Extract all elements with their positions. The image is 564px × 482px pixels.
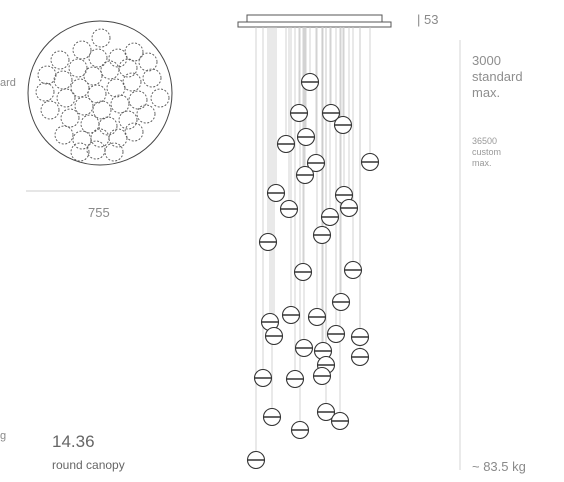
pendant-globe [293, 262, 313, 282]
pendant-position-circle [118, 58, 138, 78]
canopy-type: round canopy [52, 458, 125, 472]
pendant-position-circle [88, 48, 108, 68]
pendant-position-circle [40, 100, 60, 120]
pendant-globe [294, 338, 314, 358]
pendant-globe [339, 198, 359, 218]
standard-length-value: 3000 [472, 53, 501, 68]
canopy-height-label: | 53 [417, 12, 439, 27]
pendant-position-circle [110, 94, 130, 114]
pendant-globe [246, 450, 266, 470]
pendant-positions [35, 28, 170, 162]
pendant-globe [285, 369, 305, 389]
pendant-cluster [246, 27, 380, 470]
pendant-globe [360, 152, 380, 172]
standard-length-label: standard [472, 69, 523, 84]
pendant-position-circle [70, 142, 90, 162]
pendant-position-circle [54, 125, 74, 145]
pendant-globe [333, 115, 353, 135]
cutoff-label: ard [0, 77, 16, 89]
total-weight: ~ 83.5 kg [472, 459, 526, 474]
cutoff-unit: g [0, 430, 7, 442]
pendant-position-circle [68, 58, 88, 78]
pendant-globe [316, 402, 336, 422]
pendant-position-circle [124, 42, 144, 62]
pendant-position-circle [150, 88, 170, 108]
pendant-position-circle [104, 142, 124, 162]
pendant-position-circle [35, 82, 55, 102]
pendant-position-circle [91, 28, 111, 48]
pendant-globe [350, 327, 370, 347]
pendant-globe [321, 103, 341, 123]
pendant-position-circle [80, 114, 100, 134]
custom-length-block: 36500 custom max. [472, 136, 501, 169]
pendant-position-circle [50, 50, 70, 70]
pendant-globe [276, 134, 296, 154]
pendant-position-circle [53, 70, 73, 90]
pendant-position-circle [142, 68, 162, 88]
canopy-top-view [27, 20, 173, 166]
pendant-position-circle [108, 48, 128, 68]
canopy-base [237, 21, 392, 28]
pendant-globe [289, 103, 309, 123]
pendant-globe [350, 347, 370, 367]
pendant-position-circle [92, 100, 112, 120]
pendant-position-circle [100, 60, 120, 80]
pendant-position-circle [90, 128, 110, 148]
pendant-position-circle [72, 40, 92, 60]
pendant-globe [326, 324, 346, 344]
pendant-position-circle [87, 84, 107, 104]
pendant-position-circle [98, 116, 118, 136]
canopy-width-label: 755 [88, 205, 110, 220]
pendant-globe [306, 153, 326, 173]
pendant-globe [264, 326, 284, 346]
pendant-globe [279, 199, 299, 219]
pendant-globe [266, 183, 286, 203]
pendant-globe [312, 366, 332, 386]
pendant-position-circle [108, 128, 128, 148]
pendant-globe [258, 232, 278, 252]
custom-length-value: 36500 [472, 136, 498, 146]
pendant-position-circle [83, 66, 103, 86]
pendant-position-circle [56, 88, 76, 108]
standard-length-max: max. [472, 85, 501, 100]
pendant-globe [331, 292, 351, 312]
pendant-globe [253, 368, 273, 388]
pendant-position-circle [74, 96, 94, 116]
canopy-outline [27, 20, 173, 166]
pendant-globe [262, 407, 282, 427]
pendant-position-circle [72, 130, 92, 150]
pendant-position-circle [136, 104, 156, 124]
pendant-position-circle [122, 72, 142, 92]
pendant-globe [343, 260, 363, 280]
pendant-globe [312, 225, 332, 245]
custom-length-max: max. [472, 158, 492, 168]
pendant-globe [307, 307, 327, 327]
pendant-globe [295, 165, 315, 185]
pendant-position-circle [124, 122, 144, 142]
pendant-position-circle [70, 78, 90, 98]
pendant-globe [296, 127, 316, 147]
pendant-globe [320, 207, 340, 227]
canopy-plate [246, 14, 383, 23]
pendant-position-circle [138, 52, 158, 72]
pendant-position-circle [128, 90, 148, 110]
pendant-globe [290, 420, 310, 440]
custom-length-label: custom [472, 147, 502, 157]
canopy-weight: 14.36 [52, 432, 95, 451]
pendant-position-circle [106, 78, 126, 98]
pendant-globe [300, 72, 320, 92]
pendant-position-circle [60, 108, 80, 128]
pendant-globe [281, 305, 301, 325]
pendant-position-circle [118, 110, 138, 130]
canopy-side-view [237, 14, 392, 28]
pendant-position-circle [86, 140, 106, 160]
pendant-globe [330, 411, 350, 431]
pendant-position-circle [37, 65, 57, 85]
standard-length-block: 3000 standard max. [472, 53, 523, 101]
